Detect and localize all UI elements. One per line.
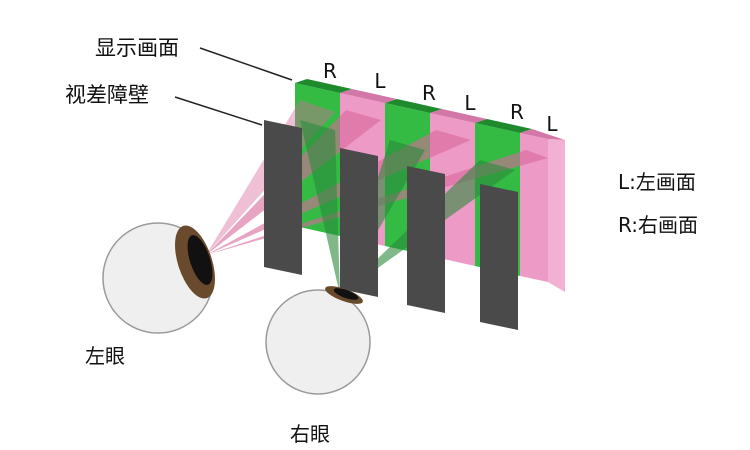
display-top-face-r2 [385, 99, 442, 113]
left-eye [102, 222, 215, 334]
right-eye-label: 右眼 [290, 422, 330, 446]
display-top-face-r1 [295, 79, 352, 93]
strip-letter-3: R [422, 81, 436, 105]
strip-letter-5: R [510, 100, 524, 124]
legend-right: R:右画面 [618, 213, 698, 237]
barrier-slat-1 [264, 120, 302, 275]
strip-letter-2: L [374, 69, 386, 93]
right-eyeball [265, 289, 371, 395]
display-side-face [548, 139, 565, 292]
display-top-face-l1 [340, 89, 397, 103]
legend: L:左画面 R:右画面 [618, 170, 698, 237]
barrier-slat-2 [340, 148, 378, 297]
right-ray-1 [300, 120, 340, 295]
display-screen-label: 显示画面 [95, 36, 179, 60]
strip-letter-6: L [546, 112, 558, 136]
barrier-slat-4 [480, 184, 518, 330]
display-strip-l3 [520, 133, 548, 282]
parallax-barrier [264, 120, 518, 330]
display-leader-line [199, 47, 293, 81]
strip-letter-1: R [323, 59, 337, 83]
parallax-barrier-label: 视差障壁 [65, 83, 149, 107]
legend-left: L:左画面 [618, 170, 696, 194]
display-top-face-r3 [475, 119, 532, 133]
barrier-slat-3 [407, 166, 445, 313]
left-pupil [187, 235, 213, 285]
right-pupil [333, 288, 359, 300]
strip-letters: R L R L R L [323, 59, 558, 136]
display-top-face-l2 [430, 109, 487, 123]
display-top-face-l3 [520, 129, 565, 140]
right-eye [265, 286, 371, 395]
strip-letter-4: L [464, 91, 476, 115]
left-eye-label: 左眼 [85, 344, 125, 368]
barrier-leader-line [174, 96, 263, 126]
